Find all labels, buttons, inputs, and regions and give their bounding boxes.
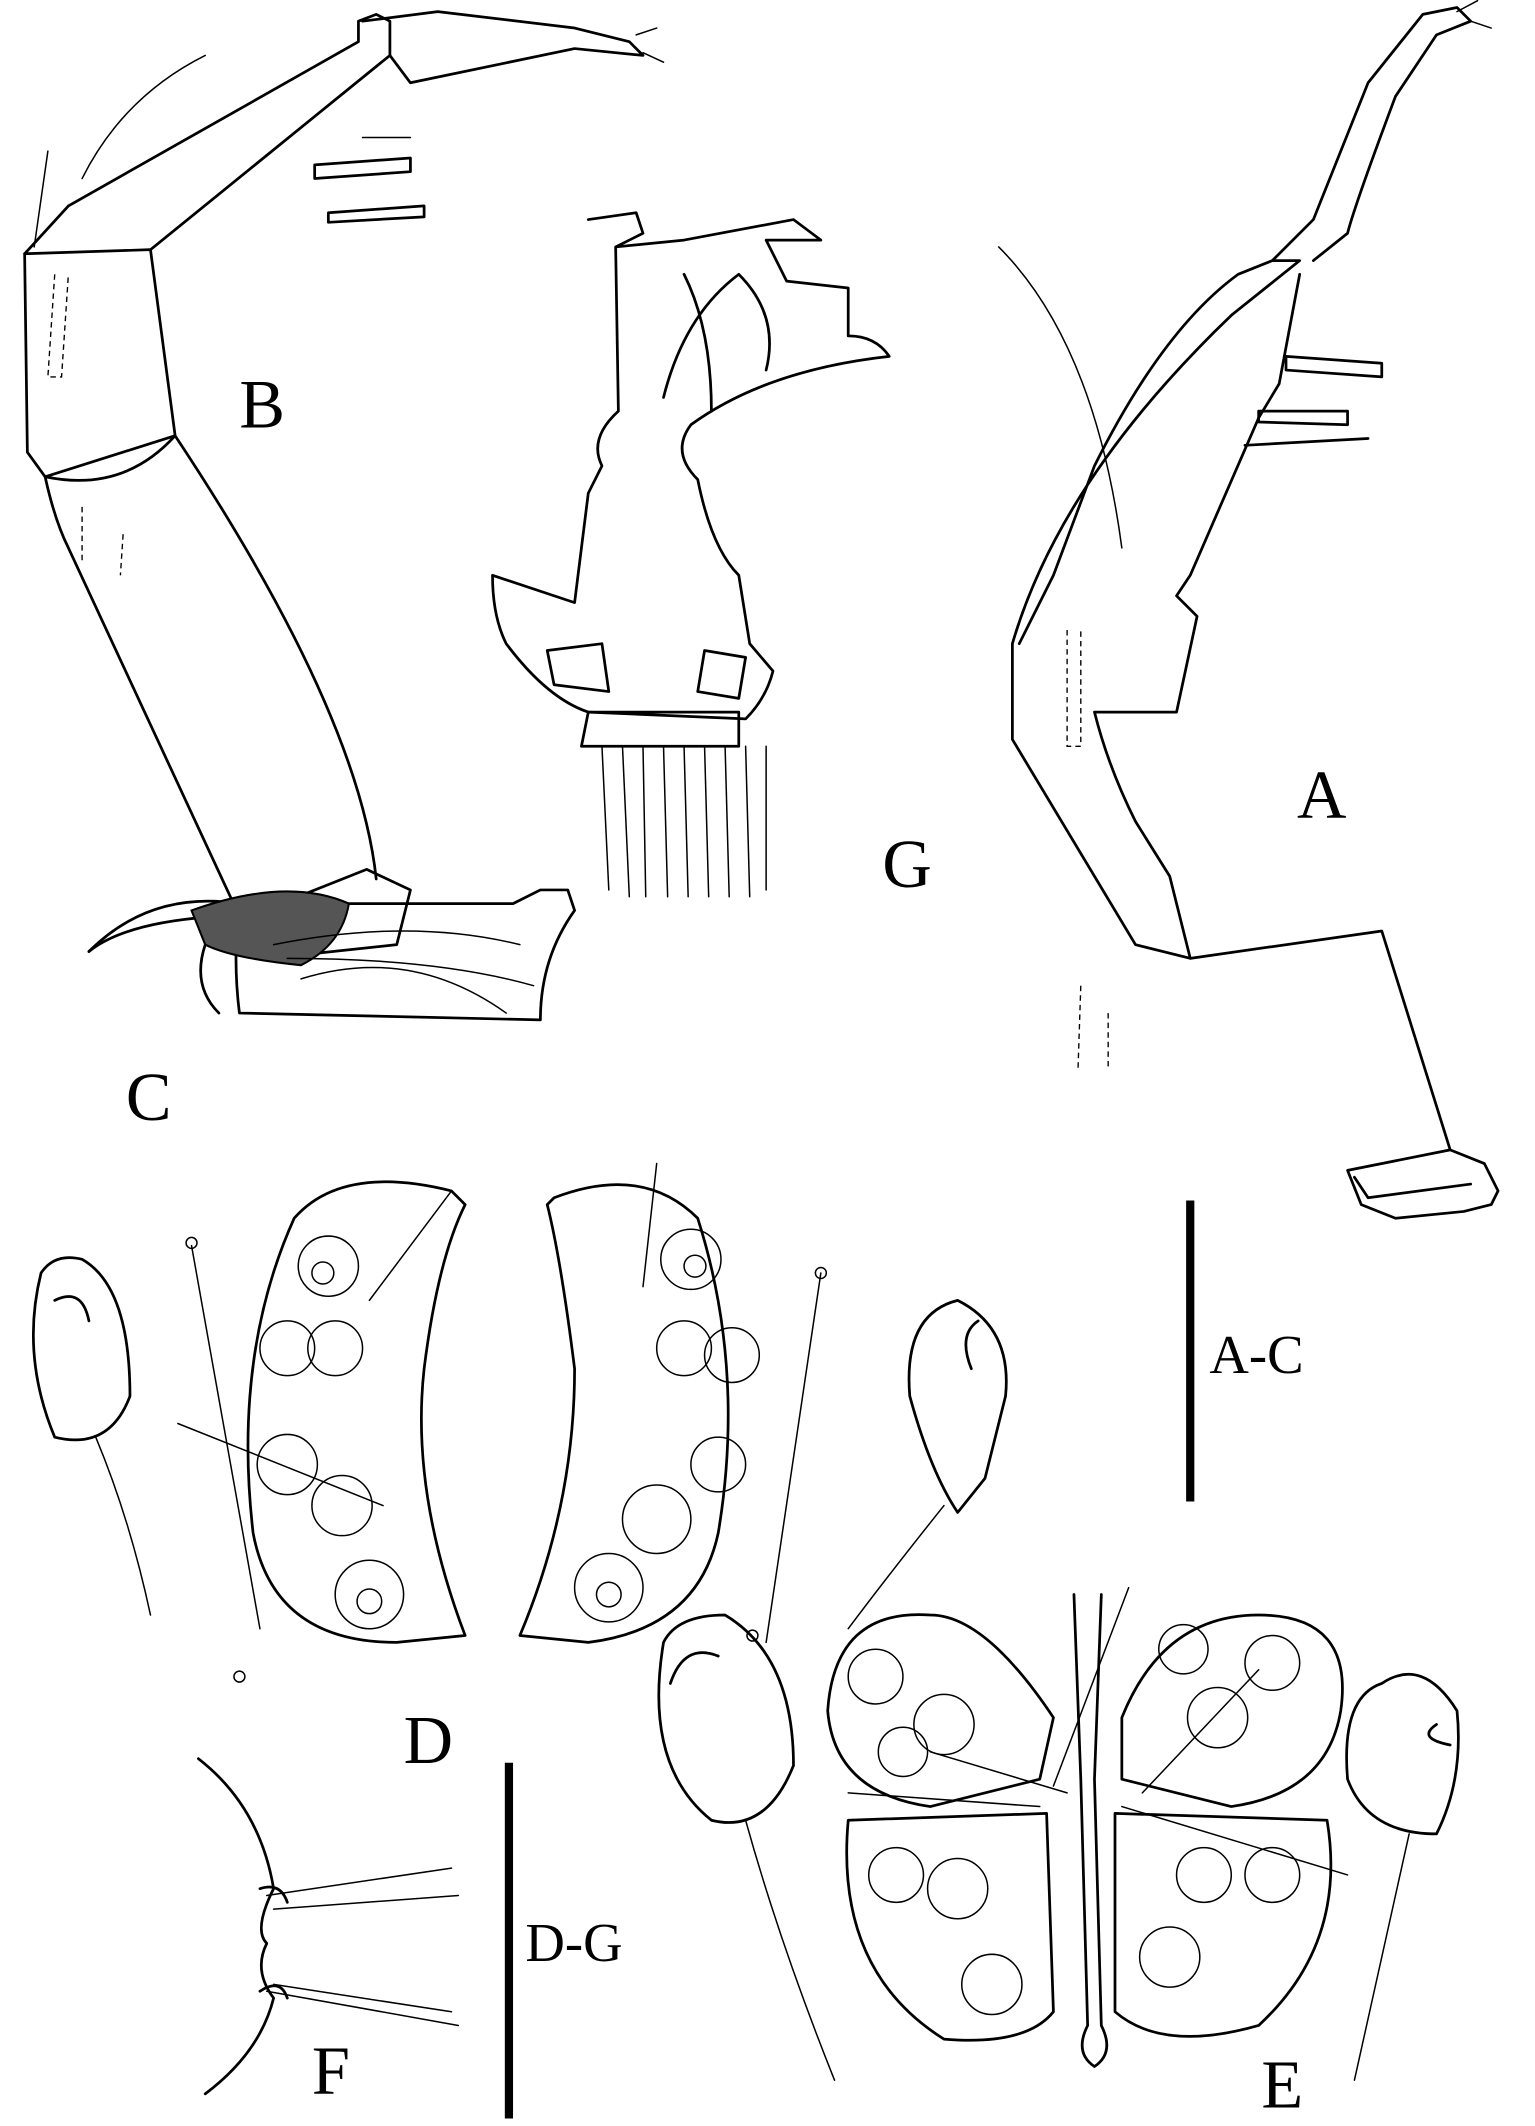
panel-label-a: A (1297, 756, 1346, 832)
panel-label-f: F (312, 2033, 350, 2109)
panel-g-structure-drawing (491, 211, 891, 898)
panel-e-genital-field-drawing (657, 1586, 1460, 2081)
panel-a-leg-drawing (997, 0, 1500, 1220)
panel-c-chelicera-drawing (87, 888, 576, 1022)
panel-d-genital-field-drawing (31, 1162, 1008, 1683)
panel-label-e: E (1261, 2047, 1303, 2123)
panel-label-d: D (404, 1702, 453, 1778)
scale-bar-label-a-c: A-C (1209, 1324, 1303, 1385)
panel-label-c: C (126, 1059, 172, 1135)
scale-bar-label-d-g: D-G (525, 1912, 622, 1973)
panel-label-b: B (239, 367, 285, 443)
panel-f-setae-drawing (197, 1757, 460, 2096)
panel-b-leg-drawing (23, 10, 665, 957)
panel-label-g: G (882, 826, 931, 902)
